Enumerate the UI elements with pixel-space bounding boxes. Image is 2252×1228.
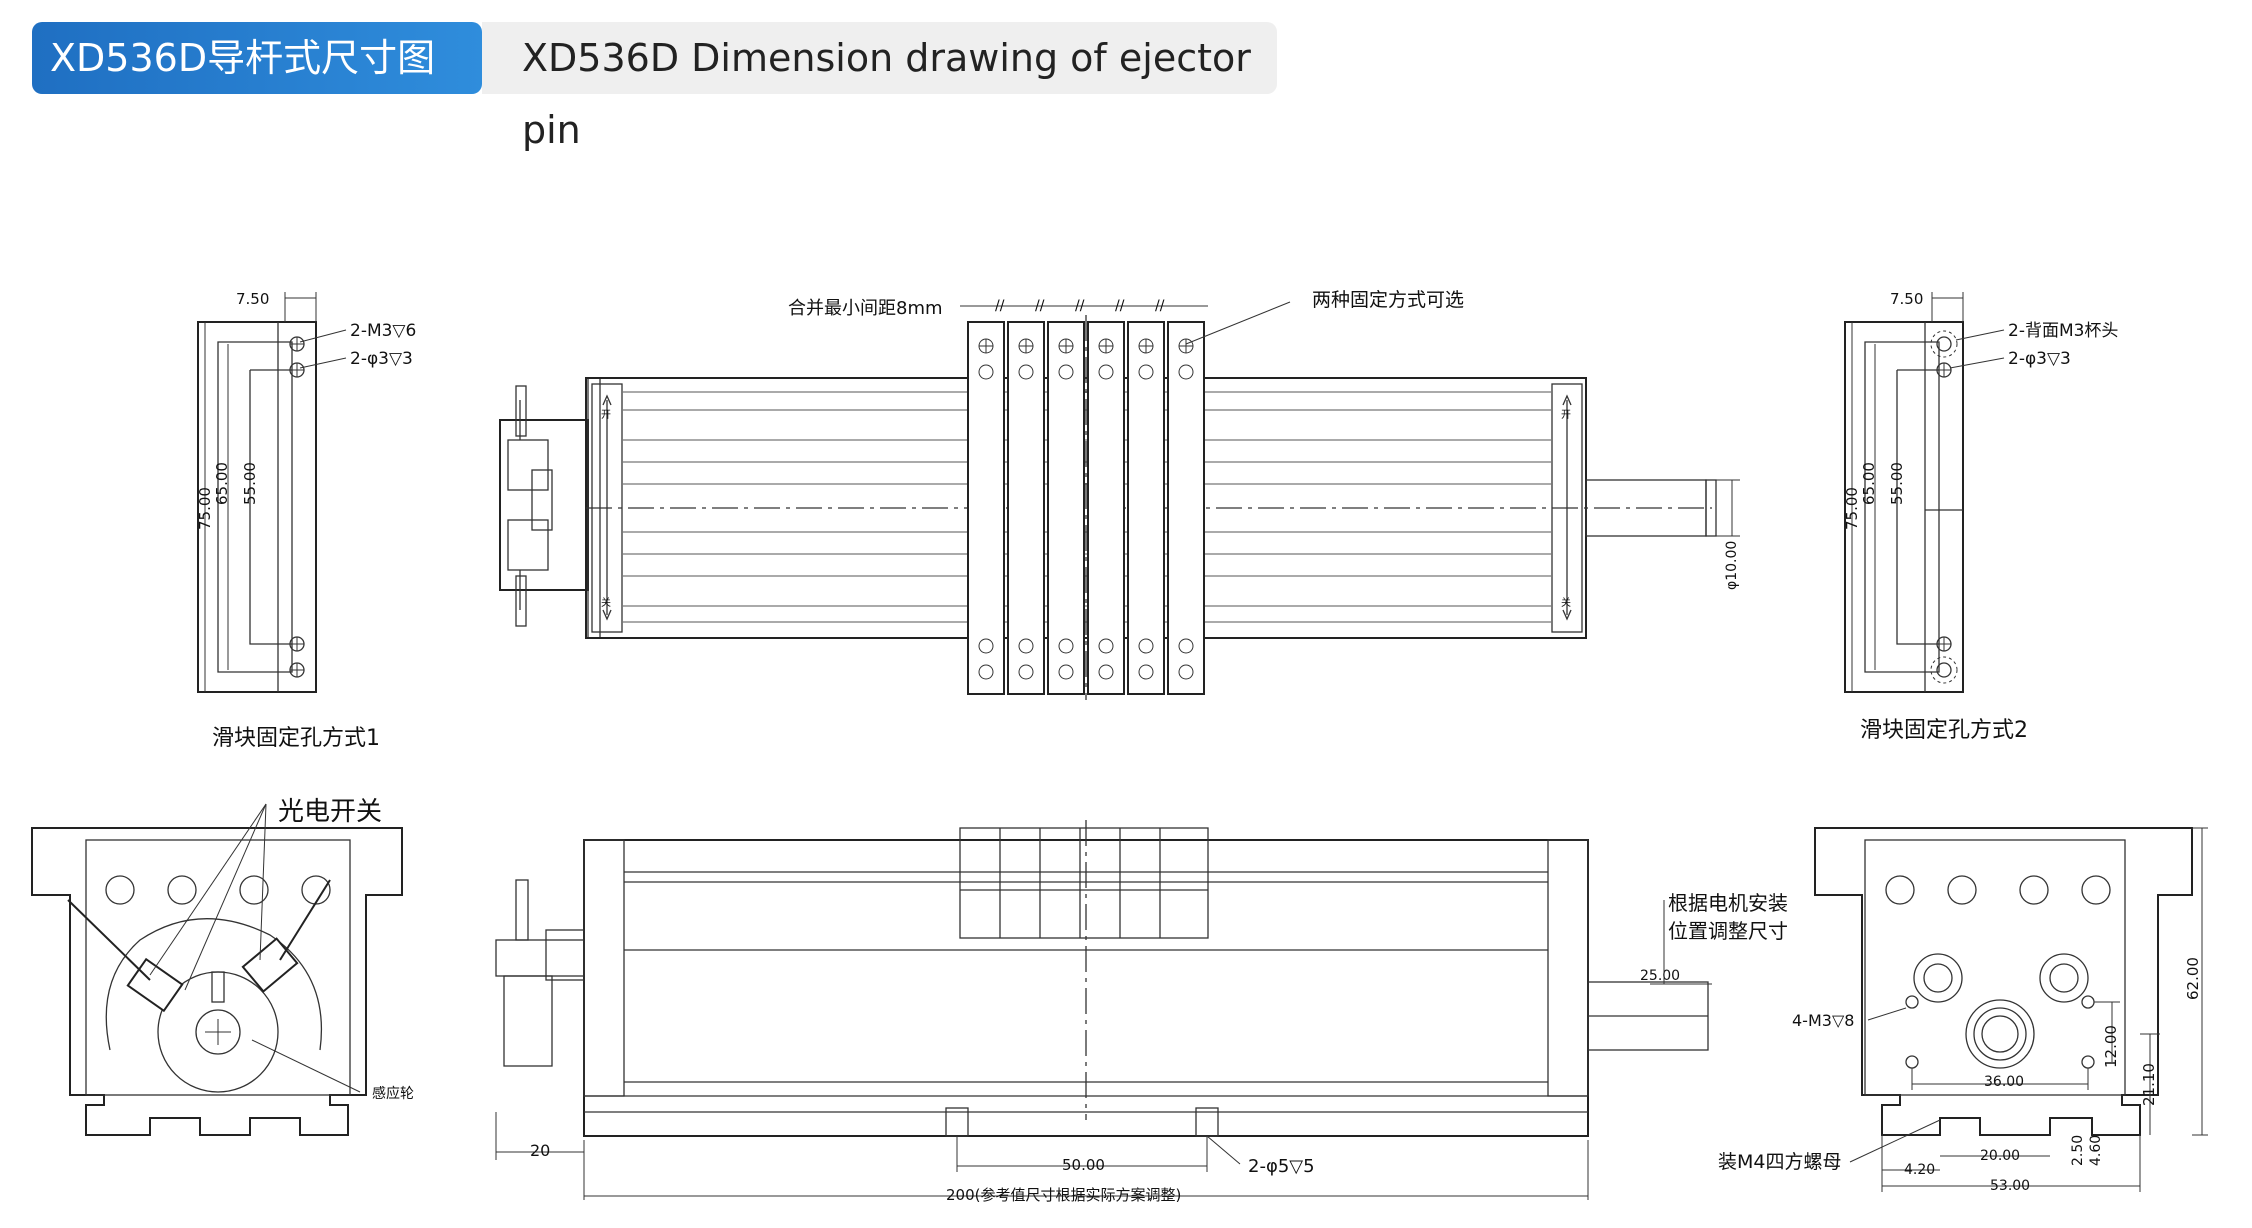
m3-holes-note: 4-M3▽8 [1792,1011,1854,1030]
dim-65: 65.00 [213,462,231,505]
svg-text://: // [1155,298,1165,314]
photo-switch-label: 光电开关 [278,797,382,827]
motor-note-1: 根据电机安装 [1668,891,1788,915]
note-back-m3: 2-背面M3杯头 [2008,321,2118,341]
min-spacing-note: 合并最小间距8mm [788,298,943,319]
title-cn: XD536D导杆式尺寸图 [32,22,482,94]
slider-view-method-1: 7.50 75.00 65.00 55.00 2-M3▽6 2-φ3▽3 滑块固… [196,290,416,751]
dim-7-50-right: 7.50 [1890,290,1923,308]
dim-7-50: 7.50 [236,290,269,308]
dim-12: 12.00 [2102,1025,2120,1068]
sensor-wheel-label: 感应轮 [372,1085,414,1102]
top-view: 开 关 开 关 [499,289,1740,700]
dim-75-right: 75.00 [1843,487,1861,530]
dim-55-right: 55.00 [1888,462,1906,505]
svg-text://: // [1035,298,1045,314]
caption-method-1: 滑块固定孔方式1 [212,726,380,751]
fixing-options-note: 两种固定方式可选 [1312,289,1464,311]
dim-21-10: 21.10 [2140,1063,2158,1106]
holes-phi5: 2-φ5▽5 [1248,1156,1315,1177]
dim-2-50: 2.50 [2070,1135,2086,1166]
dim-4-60: 4.60 [2088,1135,2104,1166]
motor-note-2: 位置调整尺寸 [1668,919,1788,943]
dim-36: 36.00 [1984,1074,2024,1090]
dim-62: 62.00 [2184,957,2202,1000]
svg-text://: // [1075,298,1085,314]
svg-text://: // [995,298,1005,314]
dim-4-20: 4.20 [1904,1162,1935,1178]
dim-20-left: 20 [530,1141,550,1160]
dim-20-right: 20.00 [1980,1148,2020,1164]
dim-53: 53.00 [1990,1178,2030,1194]
sliders-top [967,315,1205,700]
svg-text://: // [1115,298,1125,314]
label-open-right: 开 [1561,410,1571,421]
title-en: XD536D Dimension drawing of ejector pin [482,22,1277,152]
dim-200: 200(参考值尺寸根据实际方案调整) [946,1186,1181,1204]
dim-65-right: 65.00 [1860,462,1878,505]
note-m3-depth6: 2-M3▽6 [350,321,416,341]
label-open-left: 开 [601,410,611,421]
slider-view-method-2: 7.50 75.00 65.00 55.00 2-背面M3杯头 2-φ3▽3 滑… [1843,290,2118,743]
dim-50: 50.00 [1062,1156,1105,1174]
caption-method-2: 滑块固定孔方式2 [1860,718,2028,743]
front-view: 25.00 根据电机安装 位置调整尺寸 20 50.00 2-φ5▽5 200(… [495,820,1788,1204]
label-close-right: 关 [1561,596,1571,609]
dim-25: 25.00 [1640,968,1680,984]
label-close-left: 关 [601,596,611,609]
end-view-left: 光电开关 感应轮 [31,797,414,1136]
nut-note: 装M4四方螺母 [1718,1151,1841,1173]
note-phi3-depth3: 2-φ3▽3 [350,349,413,369]
end-view-right: 4-M3▽8 62.00 12.00 36.00 21.10 装M4四方螺母 2… [1718,827,2208,1194]
header-banner: XD536D导杆式尺寸图 XD536D Dimension drawing of… [32,22,1277,152]
dim-55: 55.00 [241,462,259,505]
note-phi3-right: 2-φ3▽3 [2008,349,2071,369]
dim-75: 75.00 [196,487,214,530]
shaft-diameter: φ10.00 [1724,541,1740,590]
